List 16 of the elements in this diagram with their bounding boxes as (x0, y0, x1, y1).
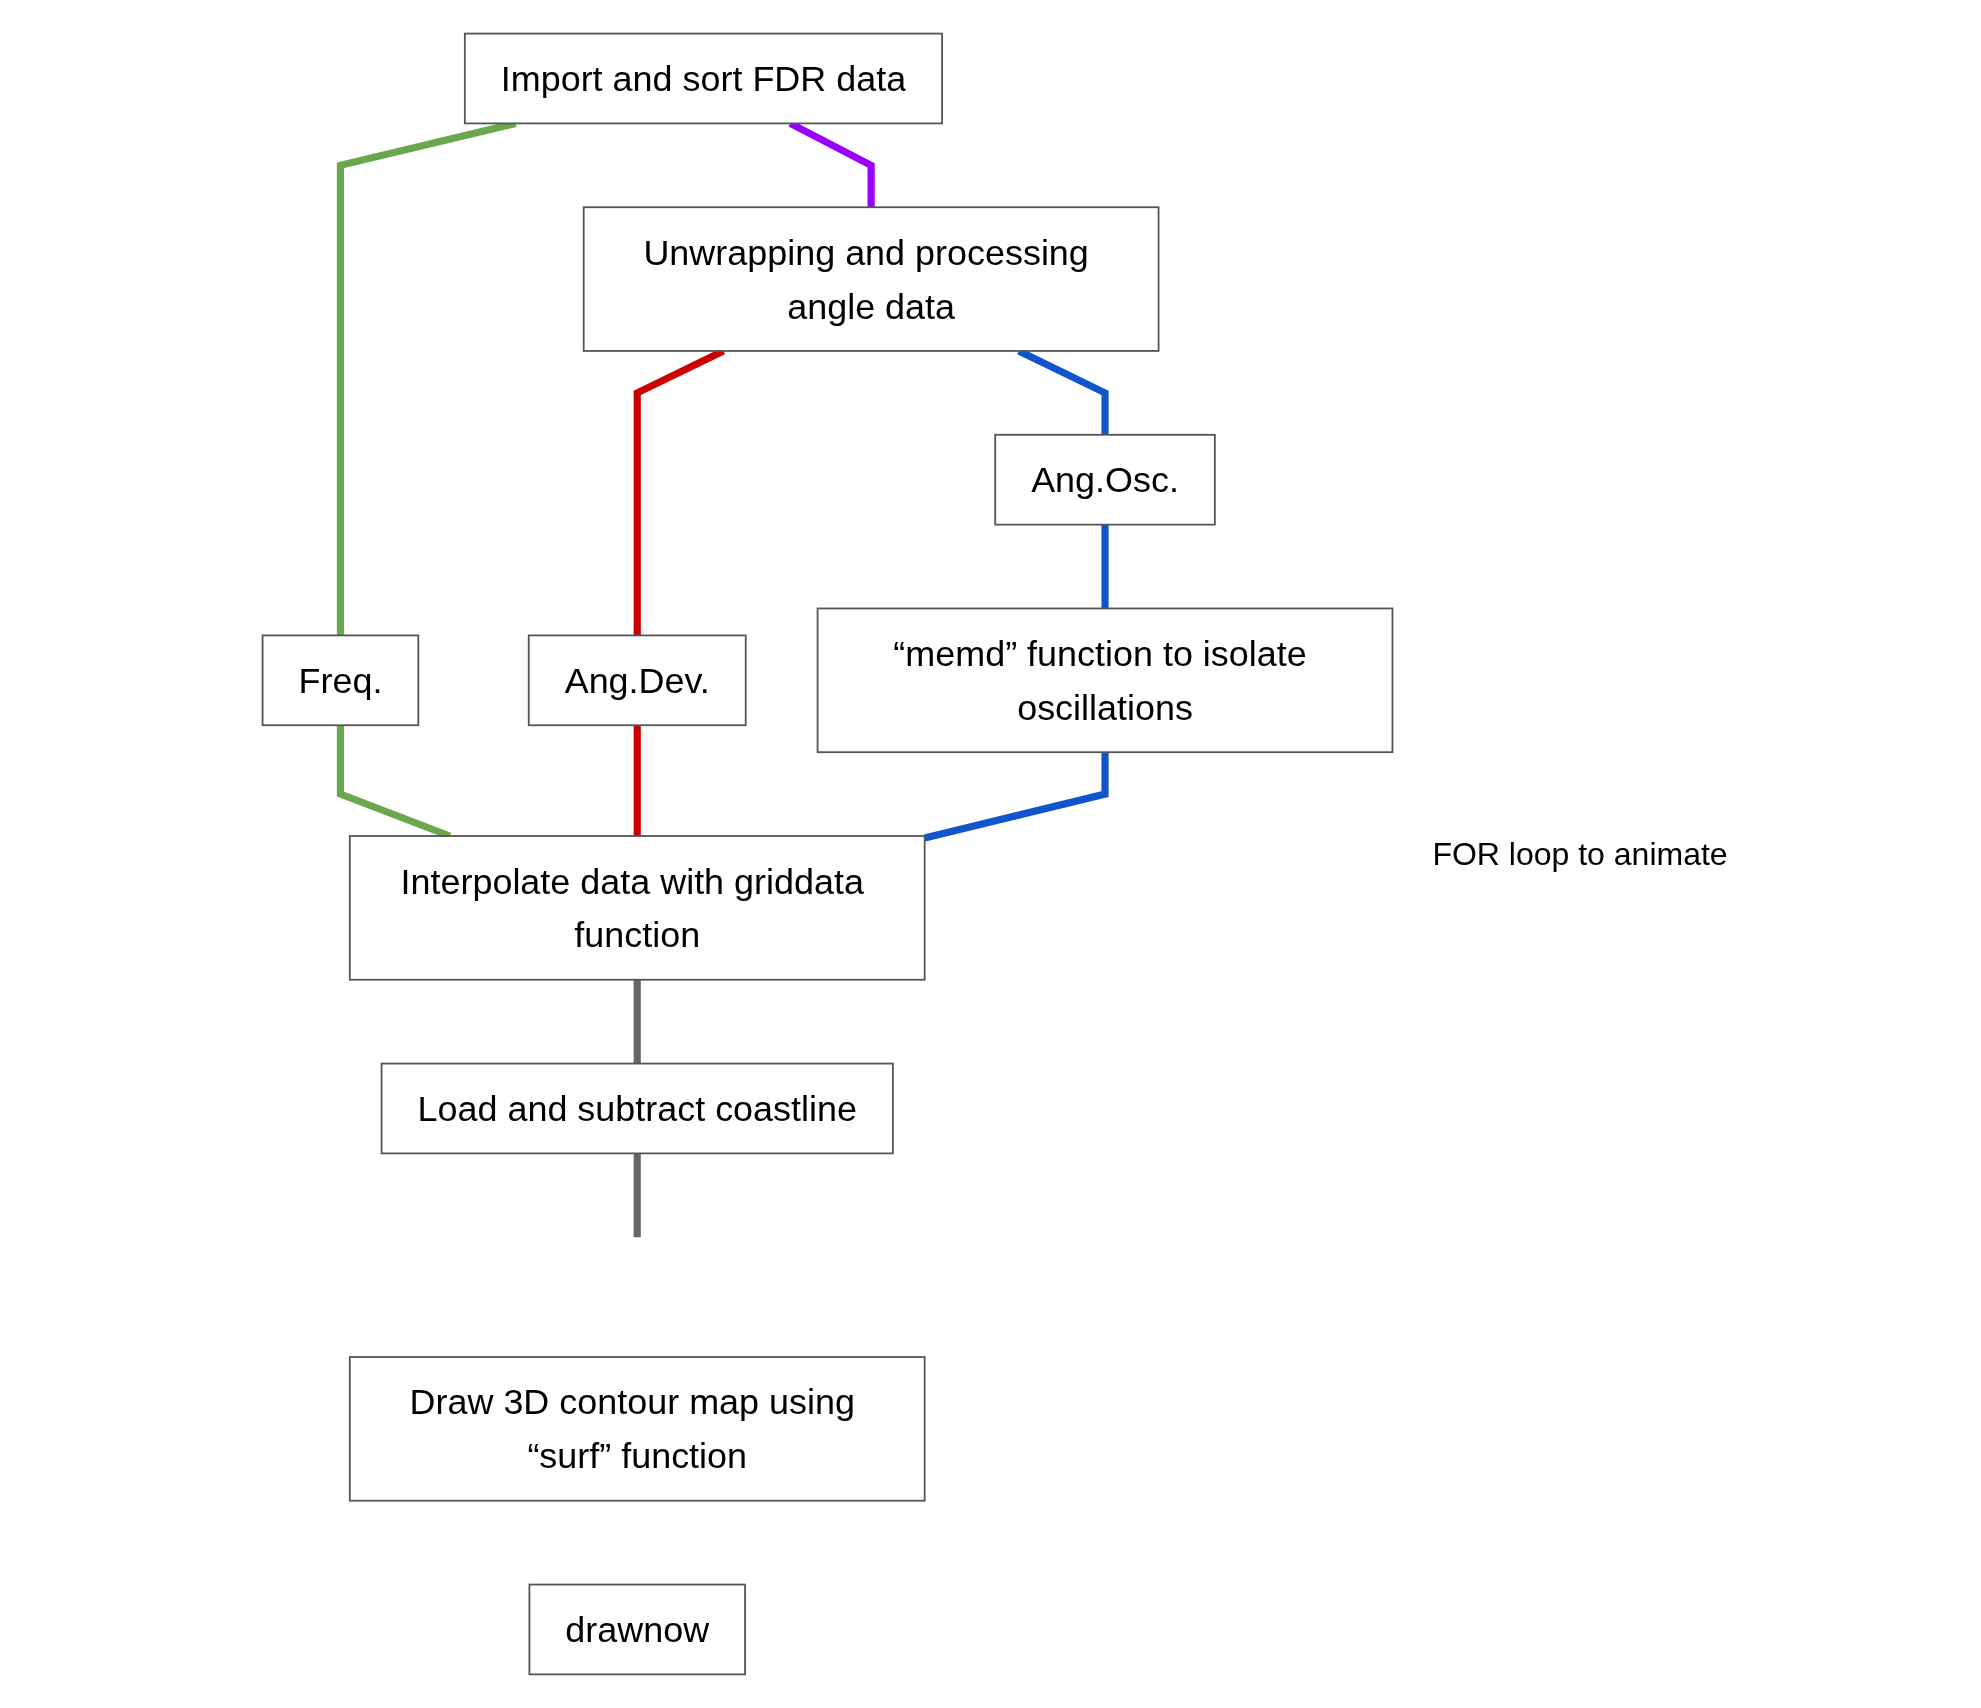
node-box: Interpolate data with griddata function (349, 835, 926, 981)
note-text: FOR loop to animate (1432, 835, 1728, 873)
connector (634, 725, 642, 837)
node-box: drawnow (528, 1583, 747, 1676)
node-box: Draw 3D contour map using “surf” function (349, 1356, 926, 1502)
node-box: Load and subtract coastline (381, 1062, 895, 1155)
node-box: Unwrapping and processing angle data (583, 206, 1160, 352)
node-box: Import and sort FDR data (464, 32, 944, 125)
connector (924, 752, 1109, 842)
node-box: Ang.Dev. (528, 634, 747, 727)
connector (1101, 524, 1109, 609)
node-box: “memd” function to isolate oscillations (817, 607, 1394, 754)
connector (634, 1153, 642, 1238)
node-box: Ang.Osc. (994, 433, 1217, 526)
node-box: Freq. (262, 634, 420, 727)
connector (634, 979, 642, 1064)
